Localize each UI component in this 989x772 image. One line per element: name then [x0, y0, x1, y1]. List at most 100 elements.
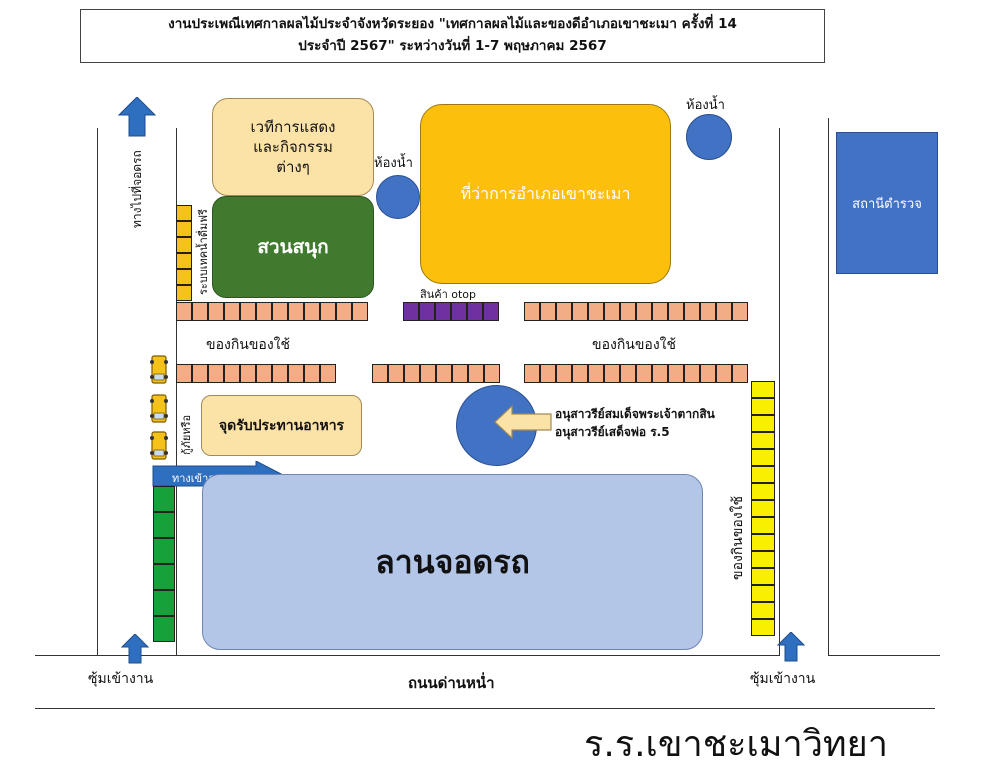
food-stall: [176, 364, 192, 383]
vendor-stall: [751, 381, 775, 398]
water-station-label: ระบบเทคน้ำดื่มฟรี: [197, 209, 210, 295]
vendor-stall: [751, 398, 775, 415]
parking-lot-zone: ลานจอดรถ: [202, 474, 703, 650]
vendor-stall: [751, 415, 775, 432]
food-stall: [684, 302, 700, 321]
food-stall: [288, 302, 304, 321]
food-stall: [732, 302, 748, 321]
food-stall-row-top-left: [176, 302, 368, 321]
food-stall: [572, 302, 588, 321]
food-goods-vertical-label: ของกินของใช้: [730, 495, 746, 580]
food-stall: [436, 364, 452, 383]
food-stall: [240, 302, 256, 321]
inner-left-boundary-line: [176, 128, 177, 655]
food-stall: [176, 302, 192, 321]
food-stall: [572, 364, 588, 383]
food-stall: [224, 302, 240, 321]
water-stall: [176, 269, 192, 285]
food-stall: [304, 302, 320, 321]
otop-stall: [435, 302, 451, 321]
food-stall: [620, 364, 636, 383]
police-station-zone: สถานีตำรวจ: [836, 132, 938, 274]
police-station-label: สถานีตำรวจ: [852, 196, 922, 212]
food-stall: [336, 302, 352, 321]
food-stall: [588, 364, 604, 383]
green-stall: [153, 486, 175, 512]
food-stall: [732, 364, 748, 383]
playground-label: สวนสนุก: [257, 236, 329, 258]
food-stall: [224, 364, 240, 383]
road-edge-center: [176, 655, 780, 656]
food-stall: [716, 302, 732, 321]
food-stall: [320, 364, 336, 383]
up-arrow-icon: [121, 634, 149, 664]
water-stall: [176, 221, 192, 237]
right-boundary-line: [828, 118, 829, 655]
food-stall: [272, 302, 288, 321]
food-stall: [240, 364, 256, 383]
food-stall: [668, 302, 684, 321]
water-stall-column: [176, 205, 192, 301]
rescue-truck-icon: [150, 431, 168, 460]
left-arrow-icon: [494, 405, 552, 439]
district-office-label: ที่ว่าการอำเภอเขาชะเมา: [460, 183, 631, 203]
food-stall: [420, 364, 436, 383]
monument-label-1: อนุสาวรีย์สมเด็จพระเจ้าตากสิน: [555, 407, 715, 421]
vendor-stall: [751, 449, 775, 466]
up-arrow-icon: [777, 632, 805, 662]
playground-zone: สวนสนุก: [212, 196, 374, 298]
rescue-label: กู้ภัยหรือ: [180, 414, 193, 455]
event-title-line2: ประจำปี 2567" ระหว่างวันที่ 1-7 พฤษภาคม …: [298, 38, 607, 54]
vendor-stall: [751, 500, 775, 517]
water-stall: [176, 253, 192, 269]
vendor-stall: [751, 466, 775, 483]
otop-label: สินค้า otop: [420, 288, 477, 301]
food-stall: [524, 364, 540, 383]
monument-label-2: อนุสาวรีย์เสด็จพ่อ ร.5: [555, 425, 670, 439]
left-boundary-line: [97, 128, 98, 655]
road-far-edge: [35, 708, 935, 709]
vendor-stall: [751, 534, 775, 551]
green-stall: [153, 590, 175, 616]
food-donation-zone: จุดรับประทานอาหาร: [201, 395, 362, 456]
otop-stall: [403, 302, 419, 321]
food-stall: [652, 302, 668, 321]
rescue-truck-icon: [150, 394, 168, 423]
food-stall: [636, 364, 652, 383]
food-stall: [556, 302, 572, 321]
stage-label: เวทีการแสดง และกิจกรรมต่างๆ: [250, 118, 336, 176]
green-stall: [153, 512, 175, 538]
food-stall-row-mid-center: [372, 364, 500, 383]
inner-right-boundary-line: [779, 128, 780, 655]
vendor-stall: [751, 551, 775, 568]
otop-stall: [419, 302, 435, 321]
food-stall: [588, 302, 604, 321]
food-stall-row-mid-left: [176, 364, 336, 383]
restroom-right-label: ห้องน้ำ: [686, 98, 725, 113]
road-edge-right: [828, 655, 940, 656]
parking-lot-label: ลานจอดรถ: [375, 542, 530, 581]
food-stall: [484, 364, 500, 383]
food-stall: [604, 302, 620, 321]
vendor-stall: [751, 517, 775, 534]
food-stall: [524, 302, 540, 321]
food-stall: [256, 364, 272, 383]
food-stall: [684, 364, 700, 383]
up-arrow-icon: [118, 97, 156, 137]
food-stall: [192, 302, 208, 321]
water-stall: [176, 205, 192, 221]
restroom-left-marker: [376, 175, 420, 219]
water-stall: [176, 285, 192, 301]
entrance-left-label: ซุ้มเข้างาน: [88, 671, 154, 687]
water-stall: [176, 237, 192, 253]
green-stall: [153, 616, 175, 642]
food-stall: [700, 302, 716, 321]
food-goods-left-label: ของกินของใช้: [206, 337, 291, 353]
food-stall: [636, 302, 652, 321]
food-stall: [468, 364, 484, 383]
vendor-stall-column-right: [751, 381, 775, 636]
vendor-stall: [751, 483, 775, 500]
food-stall: [604, 364, 620, 383]
entrance-right-label: ซุ้มเข้างาน: [750, 671, 816, 687]
to-parking-label: ทางไปที่จอดรถ: [130, 150, 144, 228]
